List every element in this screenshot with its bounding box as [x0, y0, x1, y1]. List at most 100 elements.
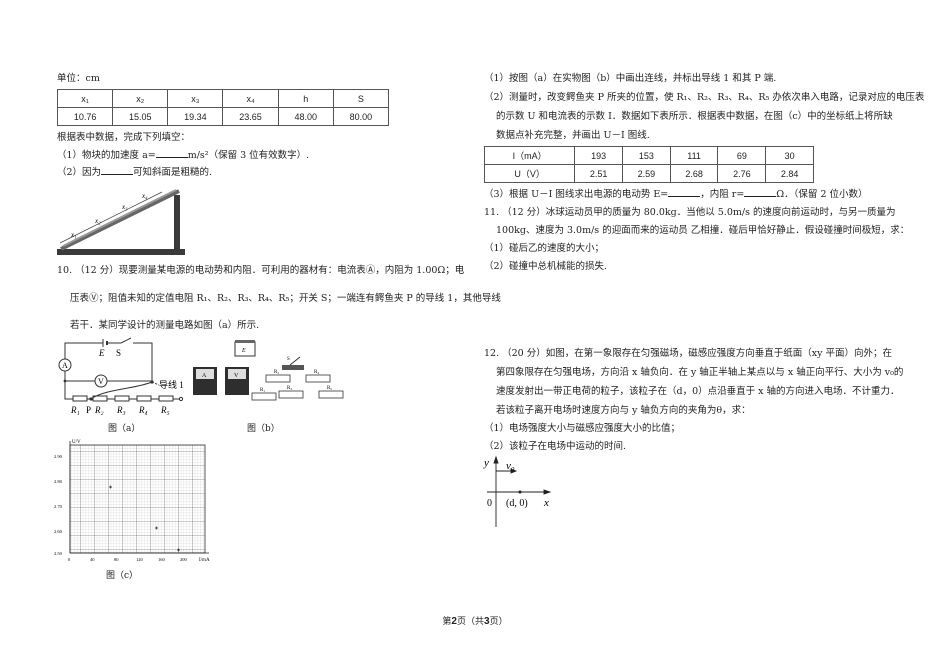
answer-blank	[744, 186, 777, 197]
svg-text:120: 120	[136, 557, 144, 562]
question-10-part-1: （1）按图（a）在实物图（b）中画出连线，并标出导线 1 和其 P 端.	[484, 73, 777, 84]
table-header: U（V）	[483, 164, 576, 183]
svg-text:A: A	[202, 373, 207, 379]
svg-text:R₃: R₃	[287, 386, 292, 391]
question-12-line-1: 12. （20 分）如图，在第一象限存在匀强磁场，磁感应强度方向垂直于纸面（xy…	[484, 348, 892, 359]
instruction-text: 根据表中数据，完成下列填空：	[57, 132, 191, 143]
data-points	[109, 485, 180, 552]
coordinate-axes-figure: y v₀ 0 (d, 0) x	[483, 455, 552, 527]
svg-text:P: P	[86, 405, 91, 415]
svg-text:0: 0	[68, 557, 71, 562]
svg-text:2.60: 2.60	[54, 529, 63, 534]
question-10-part-2-line-1: （2）测量时，改变鳄鱼夹 P 所夹的位置，使 R₁、R₂、R₃、R₄、R₅ 办依…	[484, 92, 925, 103]
table-cell: 10.76	[56, 107, 114, 126]
table-header: S	[332, 89, 390, 108]
question-12-part-1: （1）电场强度大小与磁感应强度大小的比值；	[484, 423, 681, 434]
svg-text:x: x	[543, 497, 549, 509]
svg-text:x₂: x₂	[94, 217, 101, 225]
svg-text:2.70: 2.70	[54, 504, 63, 509]
svg-text:2.80: 2.80	[54, 479, 63, 484]
table-header-row: x₁ x₂ x₃ x₄ h S	[56, 89, 390, 108]
svg-text:160: 160	[158, 557, 166, 562]
table-header: x₁	[56, 89, 114, 108]
svg-text:2.50: 2.50	[54, 551, 63, 556]
question-10-line-2: 压表Ⓥ；阻值未知的定值电阻 R₁、R₂、R₃、R₄、R₅；开关 S；一端连有鳄鱼…	[70, 293, 501, 304]
svg-text:I/mA: I/mA	[199, 558, 210, 563]
svg-text:R₃: R₃	[116, 405, 126, 415]
svg-text:R₅: R₅	[327, 386, 332, 391]
answer-blank	[668, 186, 701, 197]
table-cell: 2.68	[669, 164, 719, 183]
figure-b-caption: 图（b）	[247, 424, 280, 434]
svg-text:x₁: x₁	[70, 231, 77, 239]
question-12-line-2: 第四象限存在匀强电场，方向沿 x 轴负向．在 y 轴正半轴上某点以与 x 轴正向…	[496, 367, 904, 378]
question-9-part-1: （1）物块的加速度 a=m/s²（保留 3 位有效数字）.	[57, 147, 309, 163]
svg-text:v₀: v₀	[506, 460, 515, 472]
answer-blank	[155, 147, 188, 158]
question-10-line-1: 10. （12 分）现要测量某电源的电动势和内阻．可利用的器材有：电流表Ⓐ，内阻…	[57, 265, 465, 276]
svg-text:S: S	[116, 348, 121, 358]
circuit-diagram-a: E S A V 导线 1 R₁ P R₂ R₃ R₄ R₅	[58, 337, 184, 415]
table-cell: 2.51	[574, 164, 623, 183]
table-row: U（V） 2.51 2.59 2.68 2.76 2.84	[483, 164, 814, 183]
table-cell: 48.00	[277, 107, 334, 126]
table-header: x₃	[167, 89, 224, 108]
svg-text:U/V: U/V	[72, 440, 81, 445]
svg-text:x₃: x₃	[121, 203, 128, 211]
table-cell: 80.00	[332, 107, 390, 126]
question-10-part-2-line-2: 的示数 U 和电流表的示数 I．数据如下表所示．根据表中数据，在图（c）中的坐标…	[496, 111, 893, 122]
question-10-line-3: 若干．某同学设计的测量电路如图（a）所示.	[70, 320, 260, 331]
apparatus-diagram-b: E A V S R₁ R₂ R₃ R₄ R₅	[193, 340, 344, 401]
table-cell: 2.59	[621, 164, 671, 183]
incline-figure: x₁ x₂ x₃ x₄	[57, 189, 185, 255]
svg-text:y: y	[483, 457, 489, 469]
table-row: 10.76 15.05 19.34 23.65 48.00 80.00	[56, 107, 390, 126]
table-cell: 193	[574, 146, 623, 165]
svg-text:R₂: R₂	[274, 370, 279, 375]
table-row: I（mA） 193 153 111 69 30	[483, 146, 814, 165]
table-cell: 30	[765, 146, 814, 165]
svg-text:0: 0	[487, 498, 492, 509]
table-cell: 23.65	[222, 107, 279, 126]
svg-text:x₄: x₄	[141, 192, 148, 200]
svg-text:R₁: R₁	[70, 405, 80, 415]
svg-text:40: 40	[90, 557, 95, 562]
svg-text:R₅: R₅	[160, 405, 170, 415]
table-header: x₂	[112, 89, 169, 108]
unit-label: 单位：cm	[57, 73, 100, 84]
table-header: x₄	[222, 89, 279, 108]
table-cell: 2.76	[717, 164, 767, 183]
table-cell: 69	[717, 146, 767, 165]
question-11-part-2: （2）碰撞中总机械能的损失.	[484, 261, 608, 272]
question-12-line-3: 速度发射出一带正电荷的粒子，该粒子在（d，0）点沿垂直于 x 轴的方向进入电场．…	[496, 386, 900, 397]
svg-text:E: E	[98, 348, 105, 358]
svg-text:R₁: R₁	[260, 388, 265, 393]
svg-text:R₂: R₂	[94, 405, 104, 415]
table-cell: 111	[669, 146, 719, 165]
svg-text:A: A	[62, 361, 68, 370]
table-cell: 153	[621, 146, 671, 165]
answer-blank	[101, 164, 134, 175]
question-9-part-2: （2）因为可知斜面是粗糙的.	[57, 164, 212, 180]
svg-text:80: 80	[114, 557, 119, 562]
svg-text:E: E	[241, 348, 246, 354]
svg-text:(d, 0): (d, 0)	[506, 498, 528, 509]
figure-c-caption: 图（c）	[106, 571, 139, 581]
question-11-line-1: 11. （12 分）冰球运动员甲的质量为 80.0kg．当他以 5.0m/s 的…	[484, 207, 896, 218]
svg-text:200: 200	[180, 557, 188, 562]
svg-text:R₄: R₄	[138, 405, 148, 415]
page-footer: 第2页（共3页）	[442, 616, 508, 627]
question-12-part-2: （2）该粒子在电场中运动的时间.	[484, 441, 627, 452]
question-10-part-3: （3）根据 U－I 图线求出电源的电动势 E=，内阻 r=Ω．（保留 2 位小数…	[484, 186, 868, 202]
svg-text:2.90: 2.90	[54, 454, 63, 459]
svg-text:R₄: R₄	[314, 370, 319, 375]
table-header: h	[277, 89, 334, 108]
question-10-part-2-line-3: 数据点补充完整，并画出 U－I 图线.	[496, 130, 650, 141]
question-12-line-4: 若该粒子离开电场时速度方向与 y 轴负方向的夹角为θ，求：	[496, 405, 751, 416]
table-header: I（mA）	[483, 146, 576, 165]
question-11-line-2: 100kg、速度为 3.0m/s 的迎面而来的运动员 乙相撞．碰后甲恰好静止．假…	[496, 225, 910, 236]
measurement-table: x₁ x₂ x₃ x₄ h S 10.76 15.05 19.34 23.65 …	[56, 89, 390, 126]
svg-text:S: S	[287, 357, 290, 362]
svg-text:V: V	[98, 377, 104, 386]
svg-text:V: V	[234, 373, 239, 379]
